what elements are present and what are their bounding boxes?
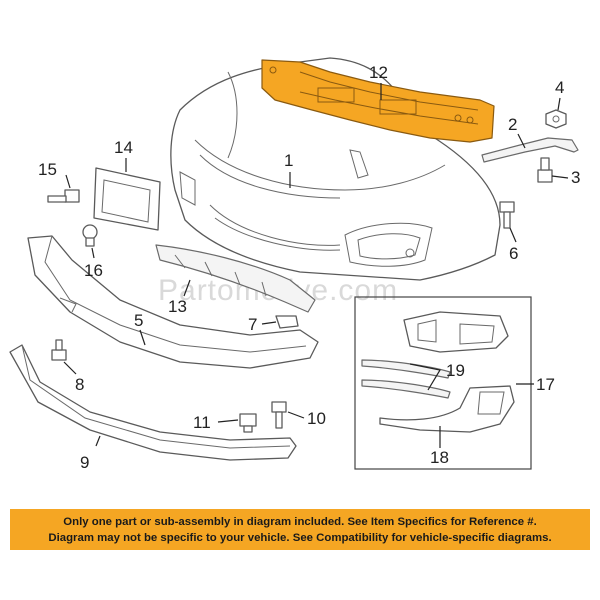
- callout-2: 2: [508, 115, 517, 134]
- callout-16: 16: [84, 261, 103, 280]
- callout-12: 12: [369, 63, 388, 82]
- disclaimer-banner: Only one part or sub-assembly in diagram…: [10, 509, 590, 550]
- callout-19: 19: [446, 361, 465, 380]
- part-8-bolt: [51, 339, 67, 361]
- callout-8: 8: [75, 375, 84, 394]
- callout-3: 3: [571, 168, 580, 187]
- part-14-license-bracket: [93, 167, 161, 231]
- part-3-bolt: [537, 157, 553, 183]
- callout-7: 7: [248, 315, 257, 334]
- callout-14: 14: [114, 138, 133, 157]
- callout-17: 17: [536, 375, 555, 394]
- part-2-molding: [481, 137, 579, 163]
- callout-15: 15: [38, 160, 57, 179]
- callout-5: 5: [134, 311, 143, 330]
- callout-6: 6: [509, 244, 518, 263]
- part-15-bolt: [47, 189, 80, 203]
- callout-9: 9: [80, 453, 89, 472]
- callout-4: 4: [555, 78, 564, 97]
- callout-11: 11: [193, 413, 211, 432]
- part-12-impact-bar: [261, 59, 495, 143]
- callout-1: 1: [284, 151, 293, 170]
- part-16-push-pin: [82, 224, 98, 247]
- part-4-nut: [545, 109, 567, 129]
- part-7-clip: [275, 315, 299, 329]
- callouts: 12 1 2 4 3 6 14 15 16 13 5 7 8 9 11 10 1…: [38, 63, 580, 472]
- part-10-bolt: [271, 401, 287, 429]
- disclaimer-line-2: Diagram may not be specific to your vehi…: [48, 531, 552, 544]
- callout-13: 13: [168, 297, 187, 316]
- callout-10: 10: [307, 409, 326, 428]
- callout-18: 18: [430, 448, 449, 467]
- part-13-absorber: [155, 244, 316, 313]
- part-11-clip: [239, 413, 257, 433]
- part-17-assembly-box: [354, 296, 532, 470]
- part-9-valance: [9, 344, 297, 461]
- part-5-deflector: [27, 235, 319, 369]
- disclaimer-line-1: Only one part or sub-assembly in diagram…: [63, 515, 537, 528]
- part-6-bolt: [499, 201, 515, 229]
- leader-lines: [63, 83, 569, 448]
